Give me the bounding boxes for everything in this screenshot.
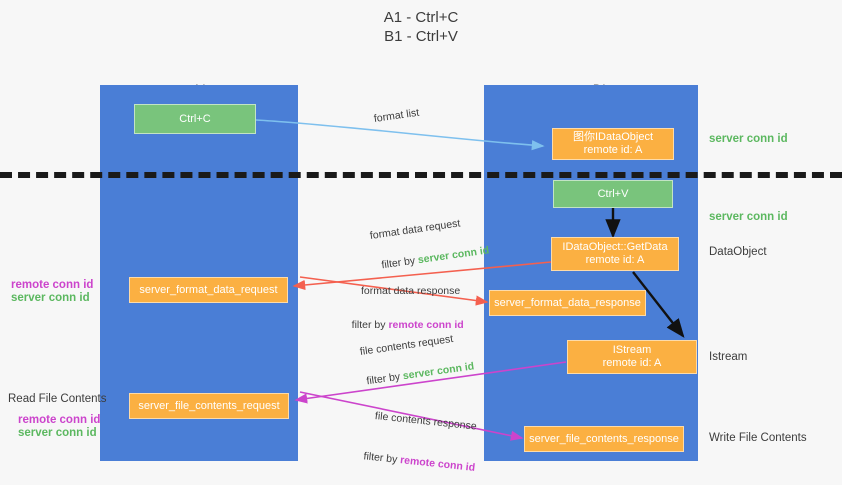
filter-value-server-conn-id: server conn id: [402, 360, 475, 383]
node-getdata[interactable]: IDataObject::GetData remote id: A: [551, 237, 679, 271]
arrow-file-contents-request: [294, 361, 567, 404]
left-label-remote-conn-id-2: remote conn id: [18, 414, 101, 426]
node-istream[interactable]: IStream remote id: A: [567, 340, 697, 374]
right-label-write-file-contents: Write File Contents: [709, 432, 807, 444]
node-idataobject-create[interactable]: 图你IDataObject remote id: A: [552, 128, 674, 160]
left-label-server-conn-id-1: server conn id: [11, 292, 90, 304]
filter-prefix: filter by: [362, 450, 401, 467]
arrow-getdata-istream: [632, 271, 685, 338]
filter-prefix: filter by: [351, 319, 389, 331]
node-server-file-contents-request[interactable]: server_file_contents_request: [129, 393, 289, 419]
right-label-server-conn-id-mid: server conn id: [709, 211, 788, 223]
arrow-file-contents-response: [299, 391, 524, 441]
left-label-remote-conn-id-1: remote conn id: [11, 279, 94, 291]
node-server-format-data-response[interactable]: server_format_data_response: [489, 290, 646, 316]
phase-divider: [0, 172, 842, 178]
filter-value-server-conn-id: server conn id: [417, 244, 490, 267]
right-label-istream: Istream: [709, 351, 748, 363]
edge-label-format-data-response-filter: filter by remote conn id: [340, 304, 464, 346]
filter-prefix: filter by: [365, 370, 404, 388]
node-server-format-data-request[interactable]: server_format_data_request: [129, 277, 288, 303]
edge-label-format-data-response: format data response: [361, 285, 461, 297]
arrow-format-data-response: [299, 276, 489, 306]
filter-value-remote-conn-id: remote conn id: [388, 319, 464, 331]
left-label-server-conn-id-2: server conn id: [18, 427, 97, 439]
right-label-dataobject: DataObject: [709, 246, 767, 258]
filter-value-remote-conn-id: remote conn id: [399, 454, 476, 474]
node-server-file-contents-response[interactable]: server_file_contents_response: [524, 426, 684, 452]
filter-prefix: filter by: [380, 254, 419, 272]
right-label-server-conn-id-top: server conn id: [709, 133, 788, 145]
node-ctrl-c[interactable]: Ctrl+C: [134, 104, 256, 134]
left-label-read-file-contents: Read File Contents: [8, 393, 107, 405]
arrow-format-list: [255, 119, 545, 151]
node-ctrl-v[interactable]: Ctrl+V: [553, 180, 673, 208]
diagram-title: A1 - Ctrl+C B1 - Ctrl+V: [383, 9, 459, 45]
